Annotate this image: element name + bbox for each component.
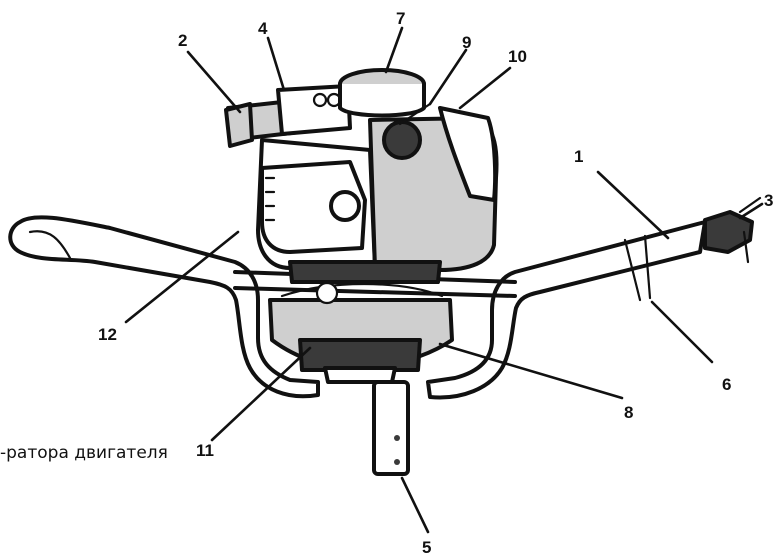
rear-bracket [224, 102, 254, 148]
leader-5 [400, 476, 430, 534]
handlebar-right-arm [426, 220, 707, 400]
label-7: 7 [396, 9, 405, 28]
gearbox [268, 281, 454, 384]
air-filter-body [338, 82, 426, 118]
gearbox-top-bolt [315, 281, 339, 305]
label-8: 8 [624, 403, 633, 422]
leader-11 [210, 346, 312, 442]
handlebar-left-arm [8, 215, 320, 399]
front-panel [260, 160, 367, 254]
output-shaft [372, 380, 410, 476]
throttle-spring [738, 196, 762, 264]
label-10: 10 [508, 47, 527, 66]
leader-8 [438, 342, 624, 400]
handlebar-left-grip [28, 230, 72, 260]
leader-lines [124, 26, 764, 534]
leader-6 [650, 300, 714, 364]
recoil-starter [438, 106, 498, 202]
gearbox-top-plate [280, 282, 444, 298]
label-12: 12 [98, 325, 117, 344]
leader-7 [384, 26, 404, 74]
throttle-control [703, 196, 762, 264]
label-1: 1 [574, 147, 583, 166]
leader-10 [458, 66, 512, 110]
label-9: 9 [462, 33, 471, 52]
shaft-tube [372, 380, 410, 476]
gearbox-lower-housing [298, 338, 422, 372]
handlebar-right-grip-band [623, 234, 652, 302]
gearbox-base-collar [323, 366, 397, 384]
label-2: 2 [178, 31, 187, 50]
front-panel-opening [329, 190, 361, 222]
leader-12 [124, 230, 240, 324]
leader-2 [186, 50, 242, 114]
engine-vents [264, 176, 276, 222]
callout-labels: 1 2 3 4 5 6 7 8 9 10 11 12 [98, 9, 773, 553]
caption-text: -ратора двигателя [0, 443, 168, 463]
shaft-pin-hole-upper [394, 435, 400, 441]
handlebar [8, 215, 707, 400]
label-3: 3 [764, 191, 773, 210]
label-6: 6 [722, 375, 731, 394]
leader-1 [596, 170, 670, 240]
leader-9 [428, 48, 468, 106]
label-11: 11 [196, 441, 214, 460]
spark-plug-lead [398, 102, 432, 126]
engine-base [288, 260, 442, 284]
carb-screw-1 [312, 92, 328, 108]
starter-knob [382, 120, 422, 160]
throttle-lever [703, 210, 754, 254]
leader-3 [738, 202, 764, 220]
engine [224, 68, 499, 284]
leader-4 [266, 36, 286, 92]
label-5: 5 [422, 538, 431, 553]
shaft-pin-hole-lower [394, 459, 400, 465]
label-4: 4 [258, 19, 268, 38]
